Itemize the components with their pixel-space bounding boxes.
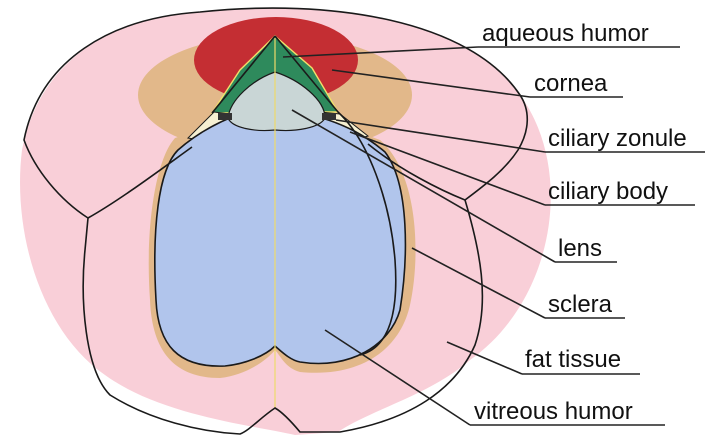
ciliary-zonule-right [322, 113, 336, 120]
label-aqueous-humor: aqueous humor [482, 20, 649, 47]
ciliary-zonule-left [218, 113, 232, 120]
label-sclera: sclera [548, 291, 613, 318]
label-fat-tissue: fat tissue [525, 346, 621, 373]
label-vitreous-humor: vitreous humor [474, 398, 633, 425]
label-ciliary-zonule: ciliary zonule [548, 125, 687, 152]
label-lens: lens [558, 235, 602, 262]
label-ciliary-body: ciliary body [548, 178, 668, 205]
label-cornea: cornea [534, 70, 608, 97]
